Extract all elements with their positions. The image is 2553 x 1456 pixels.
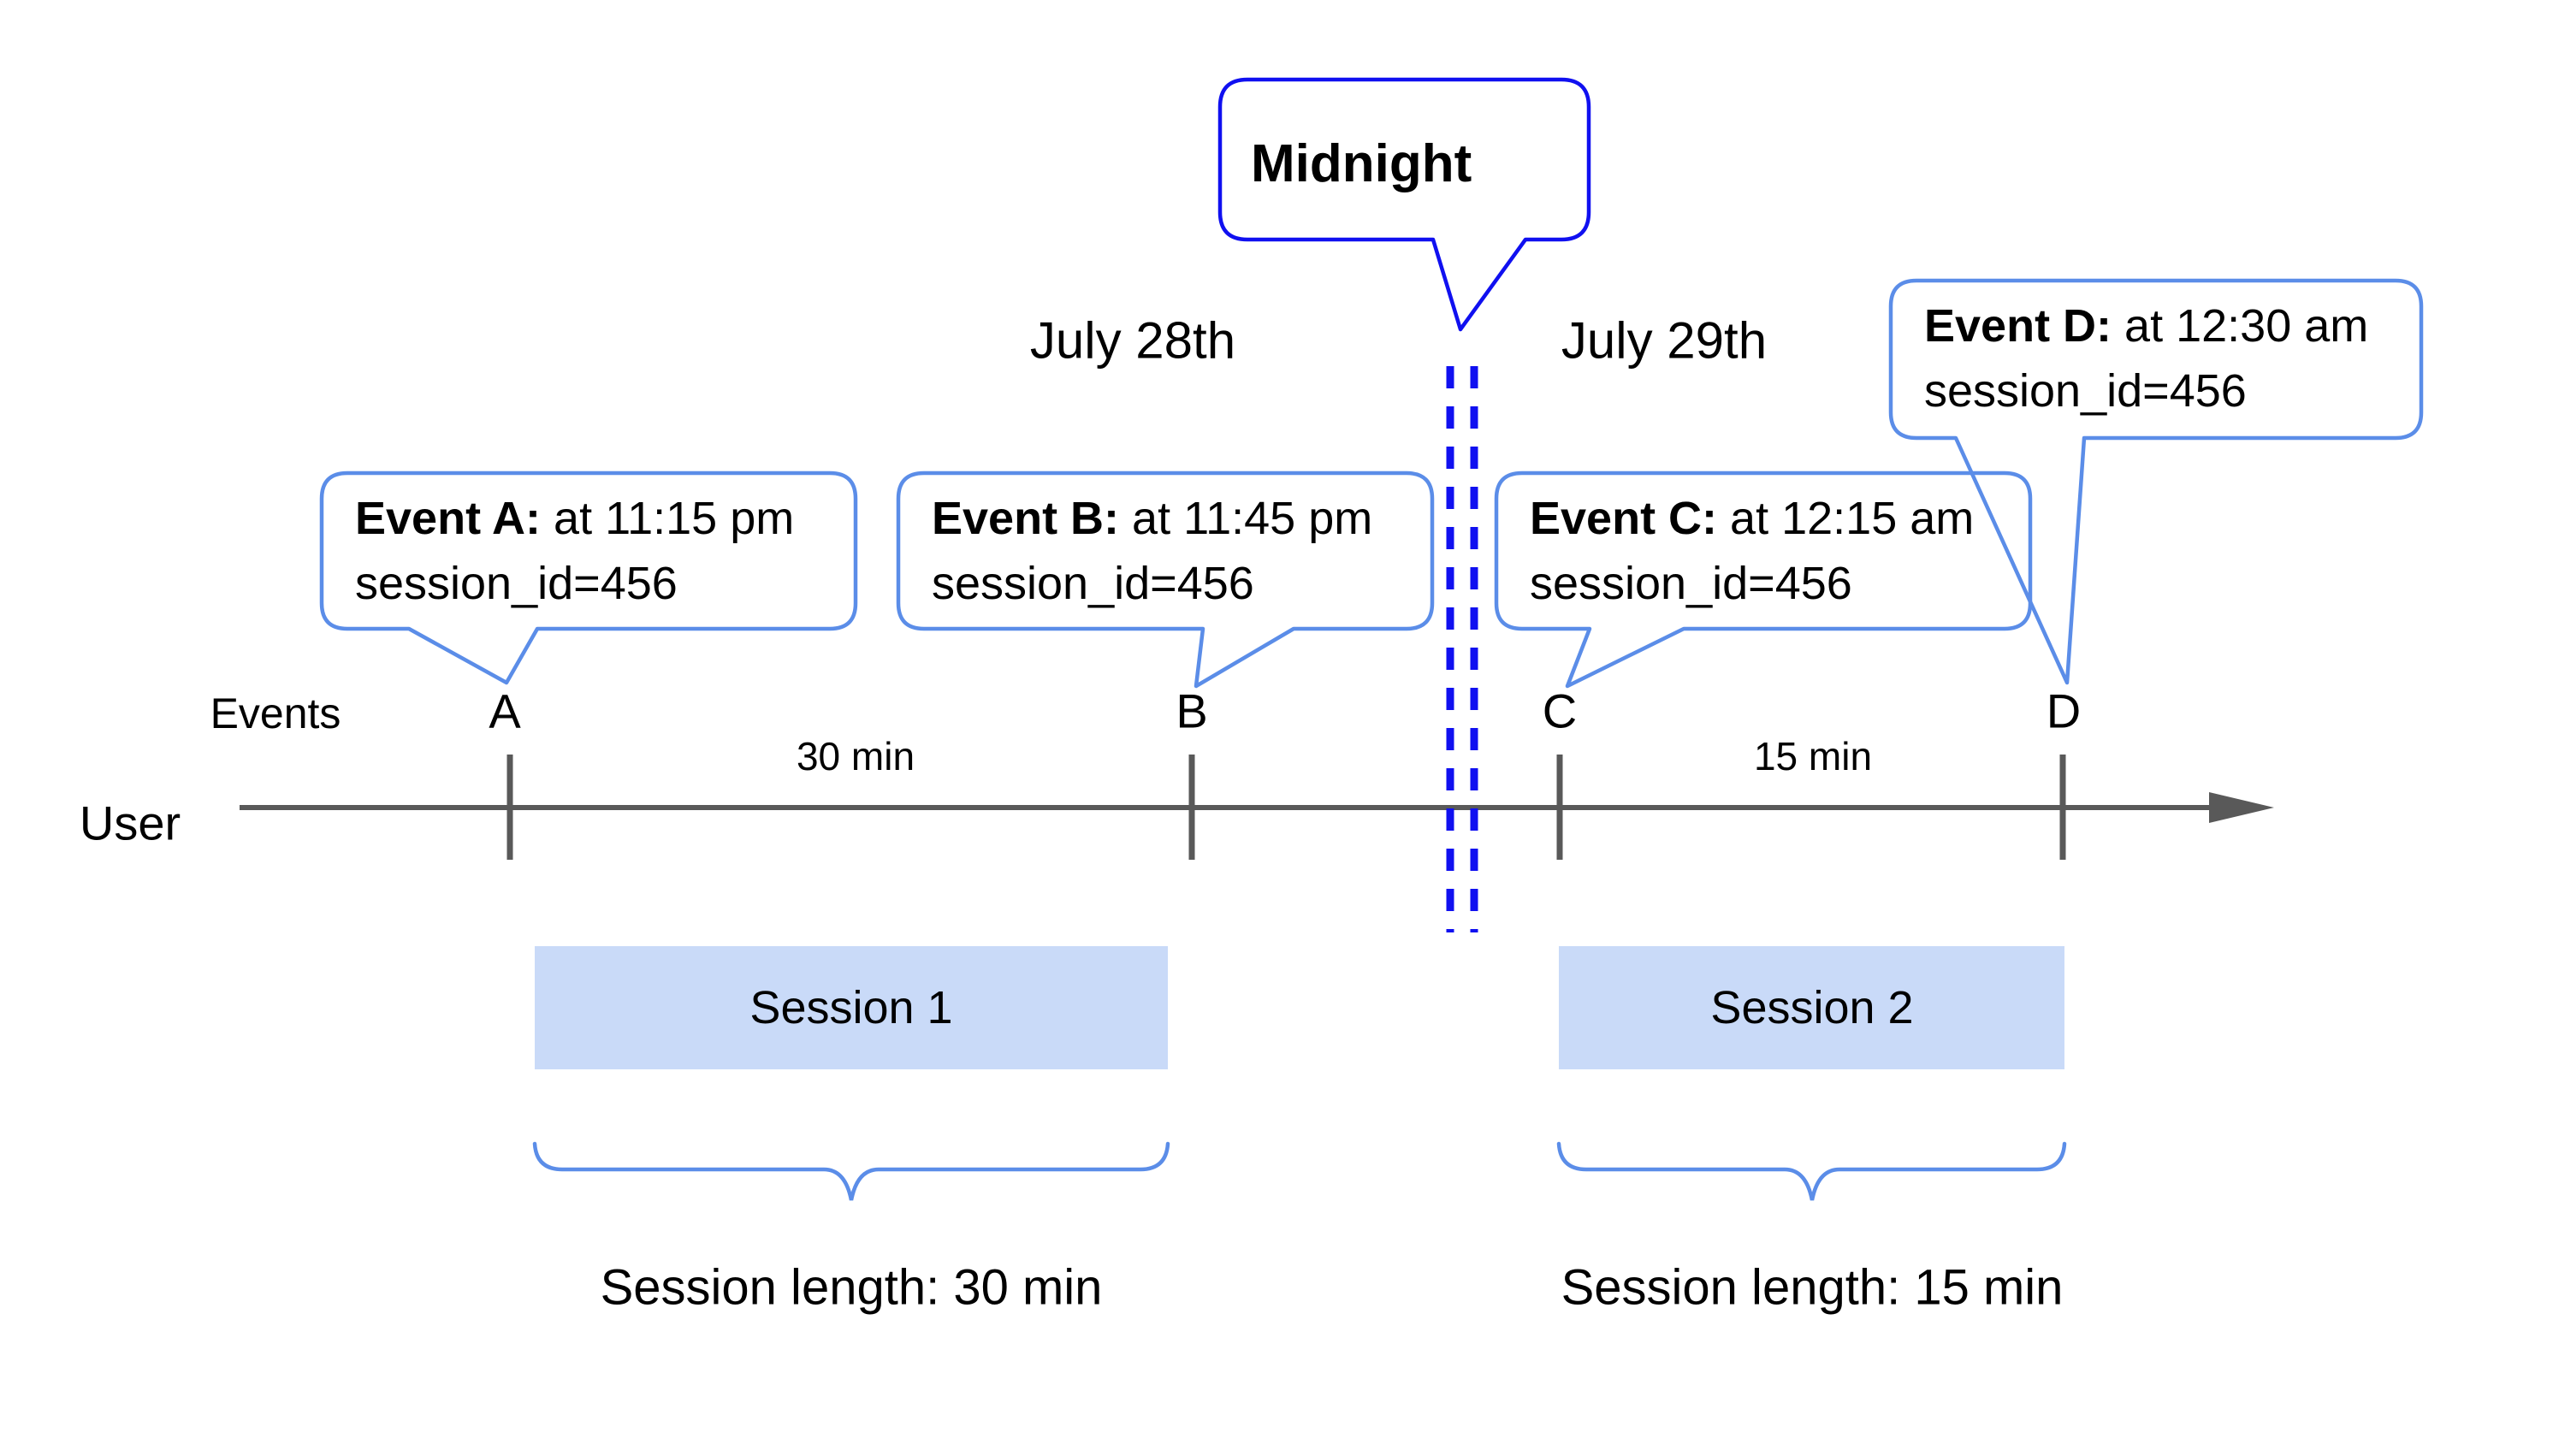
event-d-bubble-text: Event D: at 12:30 am session_id=456 xyxy=(1924,281,2368,436)
midnight-bubble-shape xyxy=(1217,77,1591,332)
timeline-arrowhead-icon xyxy=(2209,792,2274,823)
session-1-label: Session 1 xyxy=(749,982,953,1033)
session-2-length-label: Session length: 15 min xyxy=(1561,1259,2064,1316)
interval-label-30-min: 30 min xyxy=(796,734,915,778)
tick-label-b: B xyxy=(1176,684,1208,738)
session-1-length-label: Session length: 30 min xyxy=(600,1259,1103,1316)
user-axis-label: User xyxy=(79,796,181,850)
session-2-brace xyxy=(1556,1141,2067,1201)
event-b-title: Event B: xyxy=(932,493,1120,544)
tick-label-d: D xyxy=(2046,684,2082,738)
event-b-bubble-text: Event B: at 11:45 pm session_id=456 xyxy=(932,473,1372,629)
event-d-time: at 12:30 am xyxy=(2112,300,2369,352)
interval-label-15-min: 15 min xyxy=(1753,734,1873,778)
event-c-time: at 12:15 am xyxy=(1717,493,1975,544)
event-a-bubble-shape xyxy=(319,471,858,685)
event-c-session-id: session_id=456 xyxy=(1530,558,1852,609)
session-1-box xyxy=(535,946,1168,1069)
event-b-time: at 11:45 pm xyxy=(1119,493,1373,544)
events-axis-label: Events xyxy=(210,690,341,737)
session-1-brace xyxy=(532,1141,1170,1201)
tick-label-c: C xyxy=(1542,684,1578,738)
event-b-bubble-shape xyxy=(896,471,1435,689)
event-a-time: at 11:15 pm xyxy=(541,493,795,544)
event-a-title: Event A: xyxy=(355,493,542,544)
event-c-bubble-shape xyxy=(1494,471,2033,689)
event-d-session-id: session_id=456 xyxy=(1924,365,2247,417)
event-a-bubble-text: Event A: at 11:15 pm session_id=456 xyxy=(355,473,794,629)
event-c-bubble-text: Event C: at 12:15 am session_id=456 xyxy=(1530,473,1974,629)
event-d-bubble-shape xyxy=(1888,278,2424,685)
event-a-session-id: session_id=456 xyxy=(355,558,678,609)
event-b-line-1: Event B: at 11:45 pm xyxy=(932,486,1372,551)
event-d-line-1: Event D: at 12:30 am xyxy=(1924,293,2368,358)
event-b-session-id: session_id=456 xyxy=(932,558,1254,609)
event-c-title: Event C: xyxy=(1530,493,1718,544)
session-2-box xyxy=(1559,946,2064,1069)
event-c-line-1: Event C: at 12:15 am xyxy=(1530,486,1974,551)
session-2-label: Session 2 xyxy=(1710,982,1914,1033)
midnight-bubble-label: Midnight xyxy=(1251,134,1472,193)
tick-label-a: A xyxy=(489,684,521,738)
date-label-july-28: July 28th xyxy=(1029,311,1236,370)
event-d-title: Event D: xyxy=(1924,300,2112,352)
event-a-line-1: Event A: at 11:15 pm xyxy=(355,486,794,551)
date-label-july-29: July 29th xyxy=(1561,311,1768,370)
